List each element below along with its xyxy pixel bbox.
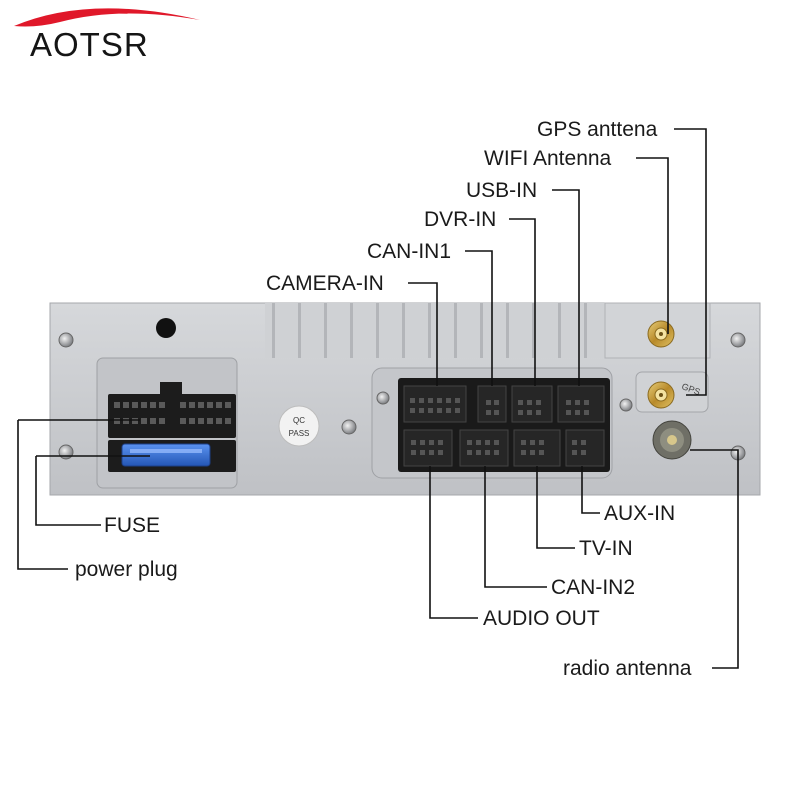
label-aux-in: AUX-IN	[604, 502, 676, 525]
callout-lines	[17, 128, 739, 669]
label-usb-in: USB-IN	[466, 179, 538, 202]
brand-swoosh	[14, 8, 200, 27]
gps-antenna-port: GPS	[635, 371, 709, 413]
label-power-plug: power plug	[75, 558, 178, 581]
wifi-antenna-port	[647, 320, 675, 348]
mount-hole	[156, 318, 176, 338]
label-can-in1: CAN-IN1	[367, 240, 452, 263]
qc-pass-sticker: QC PASS	[278, 405, 320, 447]
fuse	[121, 443, 211, 467]
label-tv-in: TV-IN	[579, 537, 633, 560]
label-audio-out: AUDIO OUT	[483, 607, 600, 630]
label-gps-antenna: GPS anttena	[537, 118, 658, 141]
label-camera-in: CAMERA-IN	[266, 272, 384, 295]
label-can-in2: CAN-IN2	[551, 576, 636, 599]
label-dvr-in: DVR-IN	[424, 208, 497, 231]
heatsink-fins	[265, 303, 605, 358]
qc-line2: PASS	[289, 429, 310, 438]
qc-line1: QC	[293, 416, 305, 425]
brand-logo-text: AOTSR	[30, 26, 149, 63]
label-radio-antenna: radio antenna	[563, 657, 692, 680]
label-fuse: FUSE	[104, 514, 161, 537]
av-connector-block	[398, 378, 610, 472]
label-wifi-antenna: WIFI Antenna	[484, 147, 612, 170]
radio-antenna-port	[652, 420, 692, 460]
